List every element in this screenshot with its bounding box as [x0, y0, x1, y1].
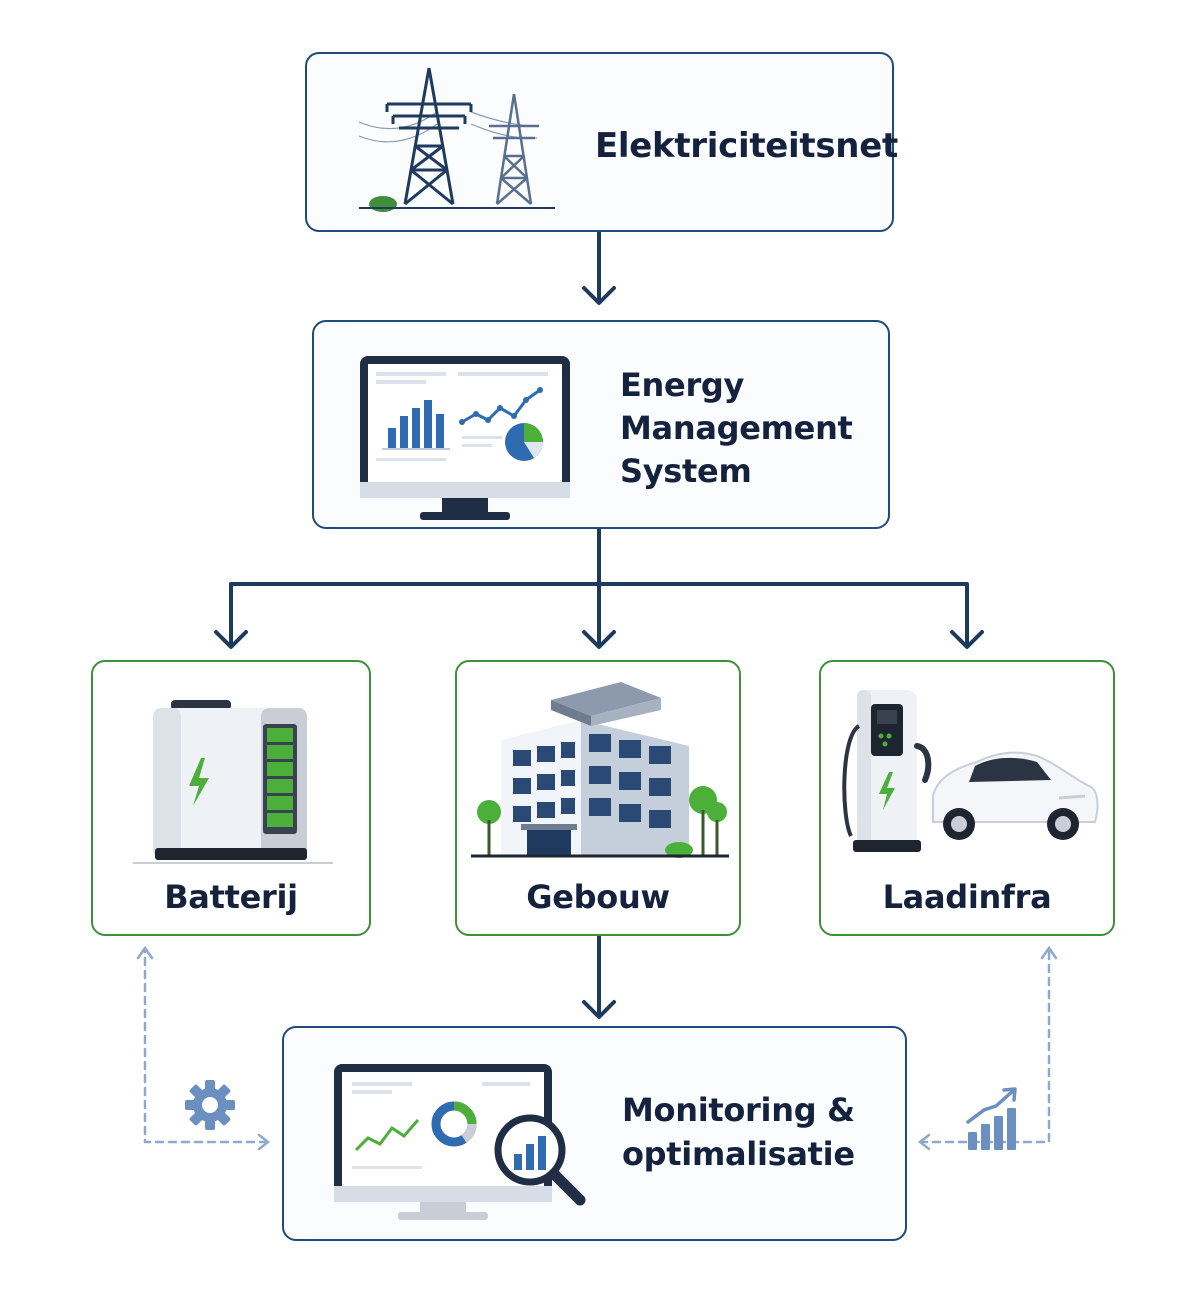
- ems-node: Energy Management System: [312, 320, 890, 529]
- grid-label: Elektriciteitsnet: [595, 126, 898, 166]
- power-pylons-icon: [358, 67, 555, 212]
- feedback-loop-left: [136, 945, 271, 1151]
- monitoring-label-line-2: optimalisatie: [622, 1135, 855, 1173]
- grid-node: Elektriciteitsnet: [305, 52, 898, 232]
- ems-label: Energy Management System: [620, 364, 853, 493]
- dashboard-monitor-icon: [360, 356, 570, 520]
- growth-chart-icon: [966, 1087, 1017, 1150]
- building-label: Gebouw: [526, 878, 670, 916]
- ev-charger-car-icon: [842, 690, 1099, 852]
- monitoring-node: Monitoring & optimalisatie: [282, 1026, 907, 1241]
- ems-label-line-1: Energy: [620, 366, 745, 404]
- ems-label-line-3: System: [620, 452, 752, 490]
- battery-storage-icon: [133, 700, 333, 864]
- feedback-loop-right: [917, 945, 1058, 1151]
- office-building-icon: [471, 682, 729, 858]
- monitoring-label-line-1: Monitoring &: [622, 1091, 855, 1129]
- ems-distribution-arrows: [214, 526, 984, 649]
- building-node: Gebouw: [455, 660, 741, 936]
- charging-label: Laadinfra: [882, 878, 1052, 916]
- charging-node: Laadinfra: [819, 660, 1115, 936]
- building-to-monitoring-arrow: [582, 934, 616, 1019]
- gear-icon: [185, 1080, 235, 1130]
- monitoring-label: Monitoring & optimalisatie: [622, 1088, 855, 1176]
- battery-label: Batterij: [164, 878, 298, 916]
- battery-node: Batterij: [91, 660, 371, 936]
- monitor-magnifier-icon: [334, 1064, 586, 1220]
- ems-label-line-2: Management: [620, 409, 853, 447]
- grid-to-ems-arrow: [582, 230, 616, 305]
